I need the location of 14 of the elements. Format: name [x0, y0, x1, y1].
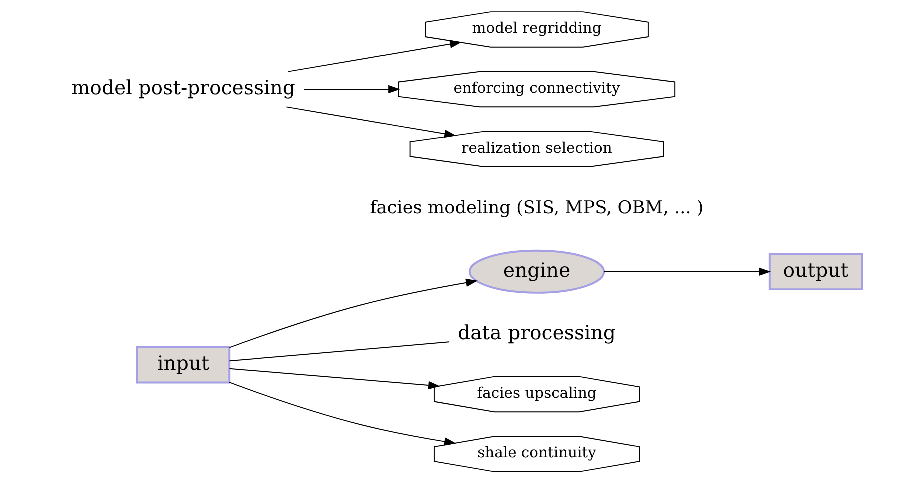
node-box: output: [768, 253, 863, 291]
arrow: [228, 368, 440, 390]
node-label: facies modeling (SIS, MPS, OBM, ... ): [370, 198, 704, 218]
arrow: [228, 382, 456, 446]
arrow: [303, 85, 400, 94]
arrow: [603, 268, 771, 276]
node-text: model post-processing: [71, 76, 295, 100]
arrow: [228, 278, 478, 348]
arrow: [288, 40, 462, 72]
arrow: [286, 106, 456, 138]
node-ellipse: engine: [468, 250, 605, 294]
node-box: input: [136, 346, 230, 384]
node-text: data processing: [458, 322, 616, 345]
connector: [228, 342, 450, 362]
